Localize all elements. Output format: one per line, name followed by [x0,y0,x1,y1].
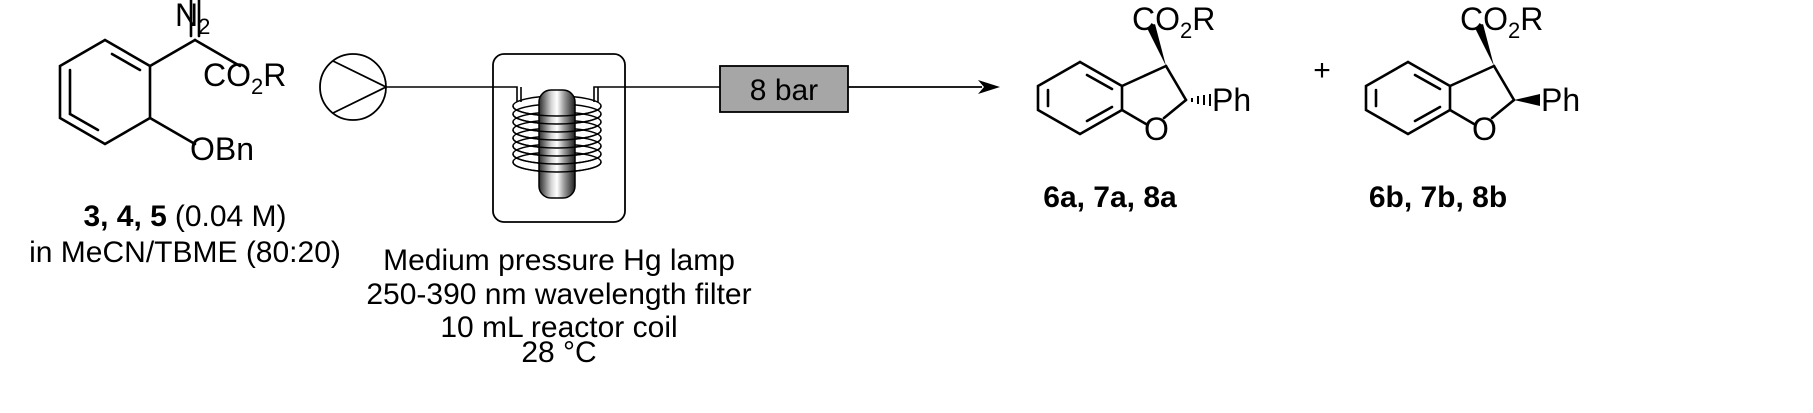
product-a-ph-hash [1191,94,1211,106]
reagent-solvent-label: in MeCN/TBME (80:20) [29,236,341,269]
ring-to-obn-bond [148,116,197,146]
pump-icon [319,53,387,121]
ring-to-diazo-carbon-bond [148,38,197,68]
pressure-label: 8 bar [750,74,818,107]
benzene-ring [58,38,152,146]
product-a-benzene-ring [1036,60,1124,136]
product-b-structure: CO2R Ph O [1364,1,1580,147]
obn-label: OBn [190,131,254,167]
product-a-c2-o-bond [1162,98,1188,120]
product-b-c3-bond [1448,64,1496,88]
conditions-text: Medium pressure Hg lamp 250-390 nm wavel… [366,244,751,369]
product-a-structure: CO2R Ph O [1036,1,1251,147]
product-a-ph-label: Ph [1212,82,1251,118]
product-b-ester-label: CO2R [1460,1,1543,43]
product-b-c2-o-bond [1490,98,1516,120]
product-a-o-ar-bond [1120,108,1148,126]
ester-label: CO2R [203,57,286,99]
product-b-c3-c2-bond [1492,64,1516,102]
product-b-o-label: O [1472,111,1497,147]
product-b-benzene-ring [1364,60,1452,136]
product-b-label: 6b, 7b, 8b [1369,181,1507,214]
carbon-to-ester-bond [193,38,242,68]
condition-lamp: Medium pressure Hg lamp [383,244,735,277]
reagent-compound-label: 3, 4, 5(0.04 M) [83,200,286,233]
photoreactor-box [492,53,626,223]
condition-filter: 250-390 nm wavelength filter [366,278,751,311]
condition-coil: 10 mL reactor coil [440,311,677,344]
product-b-ph-label: Ph [1541,82,1580,118]
product-b-o-ar-bond [1448,108,1476,126]
diazo-label: N2 [175,0,210,39]
plus-sign: + [1313,54,1331,87]
product-a-ester-wedge [1147,24,1166,66]
reactor-coil-front [512,105,602,173]
hg-lamp-icon [538,89,576,199]
bpr-box [719,65,849,113]
condition-temperature: 28 °C [521,336,596,369]
product-b-ph-wedge [1514,94,1540,106]
starting-material-structure: N2 CO2R OBn [58,0,286,167]
product-a-c3-c2-bond [1164,64,1188,102]
product-b-ester-wedge [1475,24,1494,66]
flow-arrow [848,80,1000,94]
product-a-c3-bond [1120,64,1168,88]
back-pressure-regulator: 8 bar [719,65,849,113]
product-a-label: 6a, 7a, 8a [1043,181,1177,214]
product-a-o-label: O [1144,111,1169,147]
product-a-ester-label: CO2R [1132,1,1215,43]
